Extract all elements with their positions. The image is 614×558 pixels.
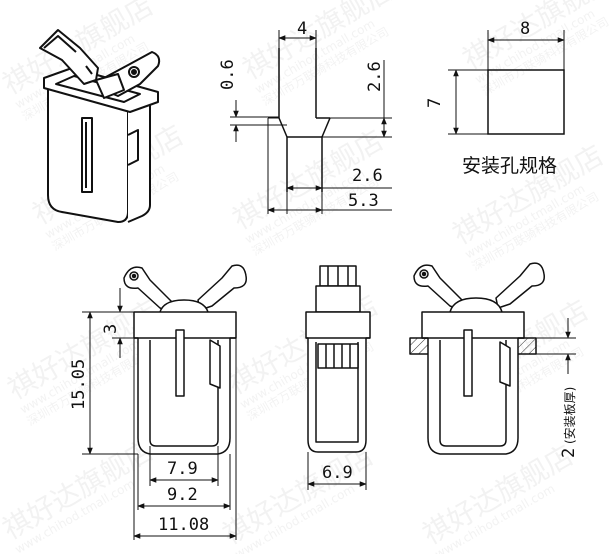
dim-text-overall-width: 5.3 — [348, 191, 379, 211]
hole-rectangle — [487, 69, 565, 135]
top-view-dimensions — [233, 35, 392, 213]
watermark-shop-10: 祺好达旗舰店 — [0, 433, 159, 546]
front-view-dimensions — [82, 288, 237, 540]
dim-text-inner-width: 7.9 — [167, 459, 198, 479]
dim-text-lip-thickness: 0.6 — [218, 59, 238, 90]
dim-text-overall-height: 15.05 — [69, 359, 89, 410]
installed-housing — [421, 311, 525, 455]
front-view-drawing — [123, 264, 247, 455]
dim-text-flange-width: 11.08 — [158, 515, 209, 535]
hole-width-text: 8 — [520, 19, 530, 39]
dim-text-flare-height: 2.6 — [365, 61, 385, 92]
panel-thickness-note: (安装板厚) — [562, 387, 577, 444]
dim-text-top-width: 4 — [297, 19, 307, 39]
side-view-dimensions — [307, 452, 367, 490]
dim-text-body-width: 2.6 — [352, 166, 383, 186]
dim-text-flange-height: 3 — [101, 324, 121, 334]
dim-text-depth: 6.9 — [322, 463, 353, 483]
installed-view-drawing — [409, 262, 576, 455]
hole-spec-title: 安装孔规格 — [462, 155, 557, 177]
dim-text-body-width-front: 9.2 — [167, 485, 198, 505]
front-right-lever — [197, 264, 247, 311]
hole-spec-drawing — [448, 30, 565, 135]
isometric-latch-illustration — [39, 29, 161, 223]
side-view-drawing — [305, 265, 371, 453]
hole-height-text: 7 — [425, 98, 445, 108]
dim-text-panel-thickness: 2 — [559, 448, 579, 458]
